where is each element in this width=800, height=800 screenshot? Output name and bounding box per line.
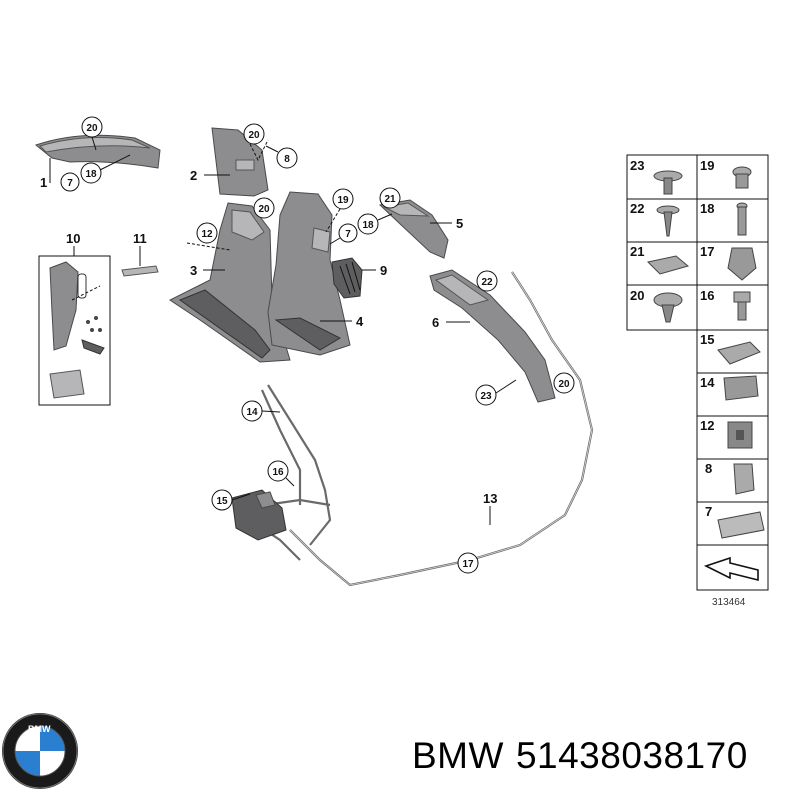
caption-part-number: 51438038170: [515, 735, 748, 776]
callout-circle-18a: 18: [80, 162, 102, 184]
svg-text:7: 7: [705, 504, 712, 519]
svg-text:16: 16: [700, 288, 714, 303]
callout-1: 1: [40, 175, 47, 190]
callout-circle-20a: 20: [81, 116, 103, 138]
table-cell-20: 20: [630, 288, 683, 323]
svg-text:21: 21: [384, 194, 396, 205]
part-1-trim-strip: [34, 134, 161, 169]
callout-circle-18b: 18: [357, 213, 379, 235]
svg-text:19: 19: [700, 158, 714, 173]
callout-circle-7a: 7: [60, 172, 80, 192]
callout-circle-22: 22: [476, 270, 498, 292]
callout-circle-15: 15: [211, 489, 233, 511]
svg-text:20: 20: [86, 123, 98, 134]
caption-brand: BMW: [412, 735, 504, 776]
table-cell-7: 7: [705, 504, 765, 539]
table-cell-12: 12: [700, 418, 753, 449]
table-cell-8: 8: [705, 461, 755, 495]
table-cell-18: 18: [700, 201, 748, 236]
svg-text:22: 22: [481, 277, 493, 288]
svg-text:14: 14: [246, 407, 258, 418]
callout-2: 2: [190, 168, 197, 183]
part-4-c-pillar-trim: [267, 191, 351, 356]
svg-text:18: 18: [85, 169, 97, 180]
svg-text:7: 7: [67, 178, 73, 189]
svg-text:12: 12: [700, 418, 714, 433]
callout-10: 10: [66, 231, 80, 246]
part-2-pillar-trim: [211, 127, 269, 197]
svg-text:17: 17: [462, 559, 474, 570]
svg-text:8: 8: [705, 461, 712, 476]
svg-text:12: 12: [201, 229, 213, 240]
callout-circle-19: 19: [332, 188, 354, 210]
callout-5: 5: [456, 216, 463, 231]
bmw-logo: BMW: [2, 713, 78, 789]
svg-text:23: 23: [630, 158, 644, 173]
reference-number: 313464: [712, 597, 746, 608]
svg-text:20: 20: [558, 379, 570, 390]
part-11-clip-bar: [121, 265, 159, 277]
svg-text:15: 15: [700, 332, 714, 347]
svg-text:21: 21: [630, 244, 644, 259]
callout-circle-23: 23: [475, 384, 497, 406]
svg-text:7: 7: [345, 229, 351, 240]
table-cell-22: 22: [630, 201, 680, 237]
callout-circle-20d: 20: [553, 372, 575, 394]
svg-text:20: 20: [248, 130, 260, 141]
callout-circle-21: 21: [379, 187, 401, 209]
svg-text:8: 8: [284, 154, 290, 165]
svg-text:23: 23: [480, 391, 492, 402]
part-3-pillar-lower-trim: [169, 202, 291, 363]
callout-3: 3: [190, 263, 197, 278]
table-cell-15: 15: [700, 332, 761, 365]
callout-circle-14: 14: [241, 400, 263, 422]
svg-text:14: 14: [700, 375, 715, 390]
part-10-box: [38, 255, 111, 406]
callout-circle-7b: 7: [338, 223, 358, 243]
svg-text:20: 20: [630, 288, 644, 303]
caption: BMW 51438038170: [412, 735, 760, 777]
part-5-rear-trim: [378, 199, 449, 259]
callout-circle-20b: 20: [243, 123, 265, 145]
callout-6: 6: [432, 315, 439, 330]
svg-text:18: 18: [362, 220, 374, 231]
part-9-vent-grille: [331, 257, 363, 299]
callout-circle-8: 8: [276, 147, 298, 169]
svg-text:18: 18: [700, 201, 714, 216]
table-cell-arrow: [703, 556, 759, 582]
table-cell-21: 21: [630, 244, 690, 275]
table-cell-19: 19: [700, 158, 752, 189]
callout-circle-12: 12: [196, 222, 218, 244]
part-13-cable: [231, 271, 594, 587]
svg-text:20: 20: [258, 204, 270, 215]
table-cell-16: 16: [700, 288, 751, 321]
svg-text:17: 17: [700, 244, 714, 259]
svg-text:16: 16: [272, 467, 284, 478]
callout-9: 9: [380, 263, 387, 278]
table-cell-17: 17: [700, 244, 757, 281]
callout-circle-17: 17: [457, 552, 479, 574]
callout-circle-16: 16: [267, 460, 289, 482]
table-cell-23: 23: [630, 158, 683, 195]
svg-text:15: 15: [216, 496, 228, 507]
callout-circle-20c: 20: [253, 197, 275, 219]
callout-11: 11: [133, 231, 147, 246]
svg-text:22: 22: [630, 201, 644, 216]
logo-letters: BMW: [28, 724, 51, 734]
table-cell-14: 14: [700, 375, 759, 401]
callout-13: 13: [483, 491, 497, 506]
callout-4: 4: [356, 314, 364, 329]
svg-text:19: 19: [337, 195, 349, 206]
